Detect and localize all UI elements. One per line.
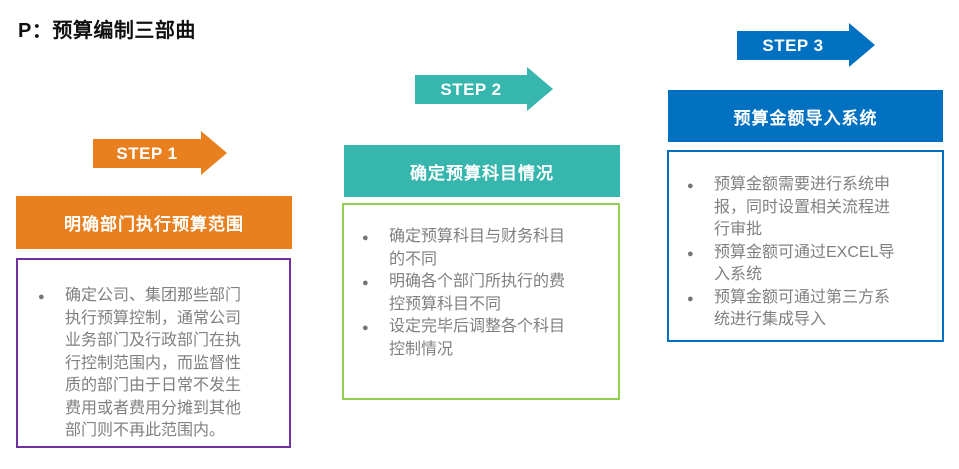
- step-3-header-label: 预算金额导入系统: [733, 108, 878, 128]
- page-title: P：预算编制三部曲: [18, 20, 196, 42]
- step-3-arrow-label: STEP 3: [762, 35, 824, 55]
- step-3-arrow: STEP 3: [737, 31, 849, 60]
- bullet-icon: ●: [362, 322, 369, 334]
- list-item: ● 预算金额可通过EXCEL导入系统: [687, 242, 902, 287]
- list-item: ● 确定公司、集团那些部门执行预算控制，通常公司业务部门及行政部门在执行控制范围…: [38, 285, 253, 443]
- bullet-icon: ●: [687, 180, 694, 192]
- step-2-bullet-list: ● 确定预算科目与财务科目的不同 ● 明确各个部门所执行的费控预算科目不同 ● …: [362, 226, 578, 361]
- bullet-text: 确定预算科目与财务科目的不同: [389, 228, 566, 268]
- step-2-header: 确定预算科目情况: [344, 145, 620, 197]
- step-3-bullet-list: ● 预算金额需要进行系统申报，同时设置相关流程进行审批 ● 预算金额可通过EXC…: [687, 174, 902, 332]
- step-2-arrow-head-icon: [527, 67, 553, 111]
- bullet-text: 预算金额可通过第三方系统进行集成导入: [714, 288, 891, 329]
- step-1-arrow-head-icon: [201, 131, 227, 175]
- bullet-text: 设定完毕后调整各个科目控制情况: [389, 318, 566, 358]
- bullet-icon: ●: [362, 232, 369, 244]
- bullet-text: 确定公司、集团那些部门执行预算控制，通常公司业务部门及行政部门在执行控制范围内，…: [65, 287, 242, 439]
- bullet-text: 预算金额需要进行系统申报，同时设置相关流程进行审批: [714, 176, 891, 238]
- bullet-icon: ●: [38, 291, 45, 303]
- step-2-header-label: 确定预算科目情况: [410, 163, 554, 183]
- bullet-icon: ●: [687, 247, 694, 260]
- step-1-arrow: STEP 1: [93, 139, 201, 168]
- step-2-arrow: STEP 2: [415, 75, 527, 104]
- step-2-content-box: ● 确定预算科目与财务科目的不同 ● 明确各个部门所执行的费控预算科目不同 ● …: [342, 203, 620, 400]
- step-3-content-box: ● 预算金额需要进行系统申报，同时设置相关流程进行审批 ● 预算金额可通过EXC…: [667, 150, 944, 342]
- step-3-arrow-head-icon: [849, 23, 875, 67]
- step-1-arrow-label: STEP 1: [116, 143, 178, 163]
- bullet-icon: ●: [687, 292, 694, 305]
- bullet-text: 预算金额可通过EXCEL导入系统: [714, 243, 895, 284]
- list-item: ● 确定预算科目与财务科目的不同: [362, 226, 578, 271]
- list-item: ● 预算金额可通过第三方系统进行集成导入: [687, 287, 902, 332]
- bullet-icon: ●: [362, 277, 369, 289]
- bullet-text: 明确各个部门所执行的费控预算科目不同: [389, 273, 566, 313]
- step-3-header: 预算金额导入系统: [668, 90, 943, 142]
- list-item: ● 预算金额需要进行系统申报，同时设置相关流程进行审批: [687, 174, 902, 242]
- step-2-arrow-label: STEP 2: [440, 79, 502, 99]
- step-1-header: 明确部门执行预算范围: [16, 196, 292, 249]
- step-1-header-label: 明确部门执行预算范围: [64, 215, 244, 234]
- step-1-bullet-list: ● 确定公司、集团那些部门执行预算控制，通常公司业务部门及行政部门在执行控制范围…: [38, 285, 253, 443]
- list-item: ● 明确各个部门所执行的费控预算科目不同: [362, 271, 578, 316]
- step-1-content-box: ● 确定公司、集团那些部门执行预算控制，通常公司业务部门及行政部门在执行控制范围…: [16, 258, 291, 448]
- list-item: ● 设定完毕后调整各个科目控制情况: [362, 316, 578, 361]
